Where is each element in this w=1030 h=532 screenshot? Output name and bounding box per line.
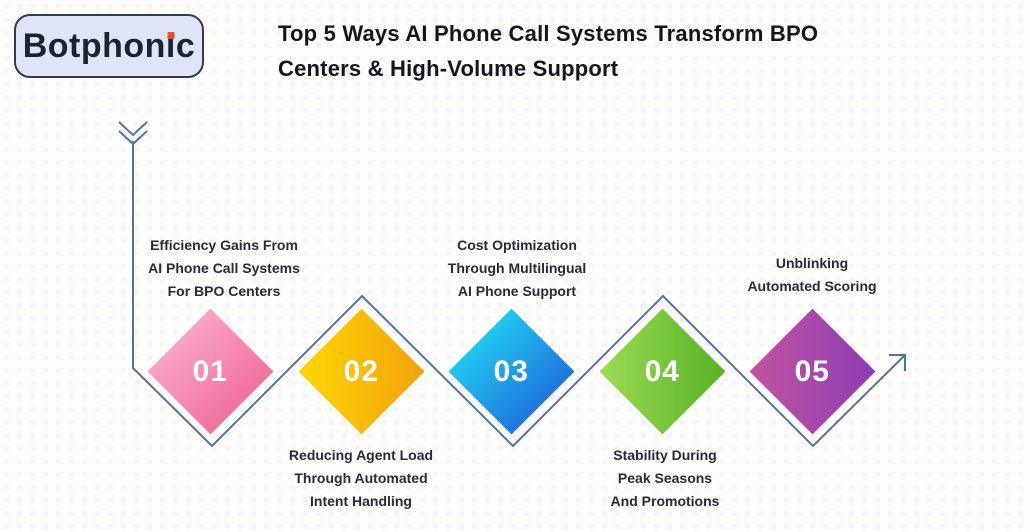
brand-name-post: c (175, 27, 196, 65)
step-label-line: Efficiency Gains From (150, 237, 298, 253)
step-label-line: Intent Handling (310, 493, 412, 509)
step-number: 05 (794, 354, 830, 387)
connector-path (132, 141, 906, 448)
step-label-line: And Promotions (610, 493, 720, 509)
step-number: 02 (343, 354, 379, 387)
step-label-line: Through Multilingual (447, 260, 587, 276)
arrow-up-right-icon (889, 354, 906, 371)
step-label-line: Stability During (613, 447, 717, 463)
brand-logo: Botphonıc (14, 14, 204, 78)
double-chevron-down-icon (118, 121, 148, 137)
step-label-line: AI Phone Call Systems (148, 260, 300, 276)
step-label-line: Cost Optimization (457, 237, 577, 253)
step-label-03: Cost Optimization Through Multilingual A… (448, 234, 586, 303)
step-label-04: Stability During Peak Seasons And Promot… (611, 444, 720, 513)
brand-name: Botphonıc (23, 29, 196, 63)
step-label-line: Reducing Agent Load (288, 447, 434, 463)
step-number: 04 (644, 354, 680, 387)
step-number: 01 (192, 354, 228, 387)
page-title-line-2: Centers & High-Volume Support (278, 56, 619, 81)
step-label-01: Efficiency Gains From AI Phone Call Syst… (148, 234, 300, 303)
step-label-02: Reducing Agent Load Through Automated In… (289, 444, 433, 513)
step-label-line: Through Automated (294, 470, 428, 486)
step-number: 03 (493, 354, 529, 387)
step-label-line: Automated Scoring (747, 278, 877, 294)
page-title: Top 5 Ways AI Phone Call Systems Transfo… (278, 16, 938, 86)
step-label-line: Unblinking (775, 255, 849, 271)
page-title-line-1: Top 5 Ways AI Phone Call Systems Transfo… (278, 21, 819, 46)
step-label-line: AI Phone Support (457, 283, 577, 299)
step-label-05: Unblinking Automated Scoring (747, 252, 876, 298)
brand-name-i-with-orange-dot: ı (165, 27, 176, 65)
step-label-line: For BPO Centers (167, 283, 281, 299)
step-label-line: Peak Seasons (617, 470, 713, 486)
brand-name-pre: Botphon (22, 27, 166, 65)
